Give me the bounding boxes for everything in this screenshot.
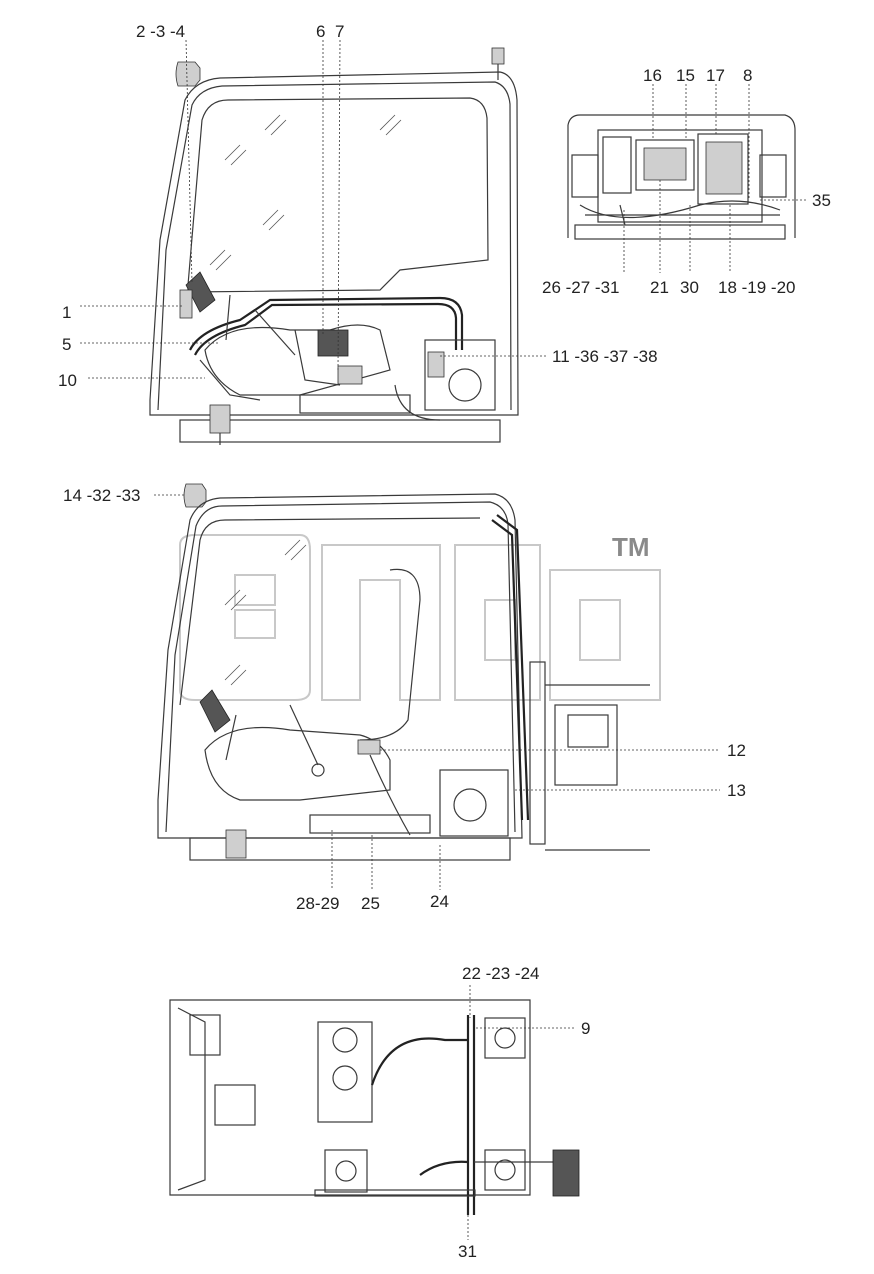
label-7: 7: [335, 22, 344, 41]
aircon-unit-detail: [567, 114, 796, 240]
callout-labels: 2 -3 -4 6 7 1 5 10 11 -36 -37 -38 16 15 …: [58, 22, 831, 1261]
label-35: 35: [812, 191, 831, 210]
label-2-3-4: 2 -3 -4: [136, 22, 185, 41]
watermark-logo: TM: [179, 532, 661, 701]
label-28-29: 28-29: [296, 894, 339, 913]
label-11-36-37-38: 11 -36 -37 -38: [552, 347, 658, 366]
cab-floor-plan: [169, 999, 580, 1215]
label-31: 31: [458, 1242, 477, 1261]
label-10: 10: [58, 371, 77, 390]
label-25: 25: [361, 894, 380, 913]
label-1: 1: [62, 303, 71, 322]
label-15: 15: [676, 66, 695, 85]
label-13: 13: [727, 781, 746, 800]
label-6: 6: [316, 22, 325, 41]
leader-lines: [80, 39, 808, 1240]
label-5: 5: [62, 335, 71, 354]
cab-side-view-middle: [157, 483, 650, 861]
label-22-23-24: 22 -23 -24: [462, 964, 540, 983]
label-30: 30: [680, 278, 699, 297]
label-16: 16: [643, 66, 662, 85]
label-21: 21: [650, 278, 669, 297]
watermark-trademark: TM: [612, 532, 650, 562]
label-9: 9: [581, 1019, 590, 1038]
cab-side-view-top: [149, 47, 519, 445]
label-17: 17: [706, 66, 725, 85]
label-14-32-33: 14 -32 -33: [63, 486, 141, 505]
label-26-27-31: 26 -27 -31: [542, 278, 620, 297]
label-24: 24: [430, 892, 449, 911]
label-8: 8: [743, 66, 752, 85]
label-12: 12: [727, 741, 746, 760]
label-18-19-20: 18 -19 -20: [718, 278, 796, 297]
